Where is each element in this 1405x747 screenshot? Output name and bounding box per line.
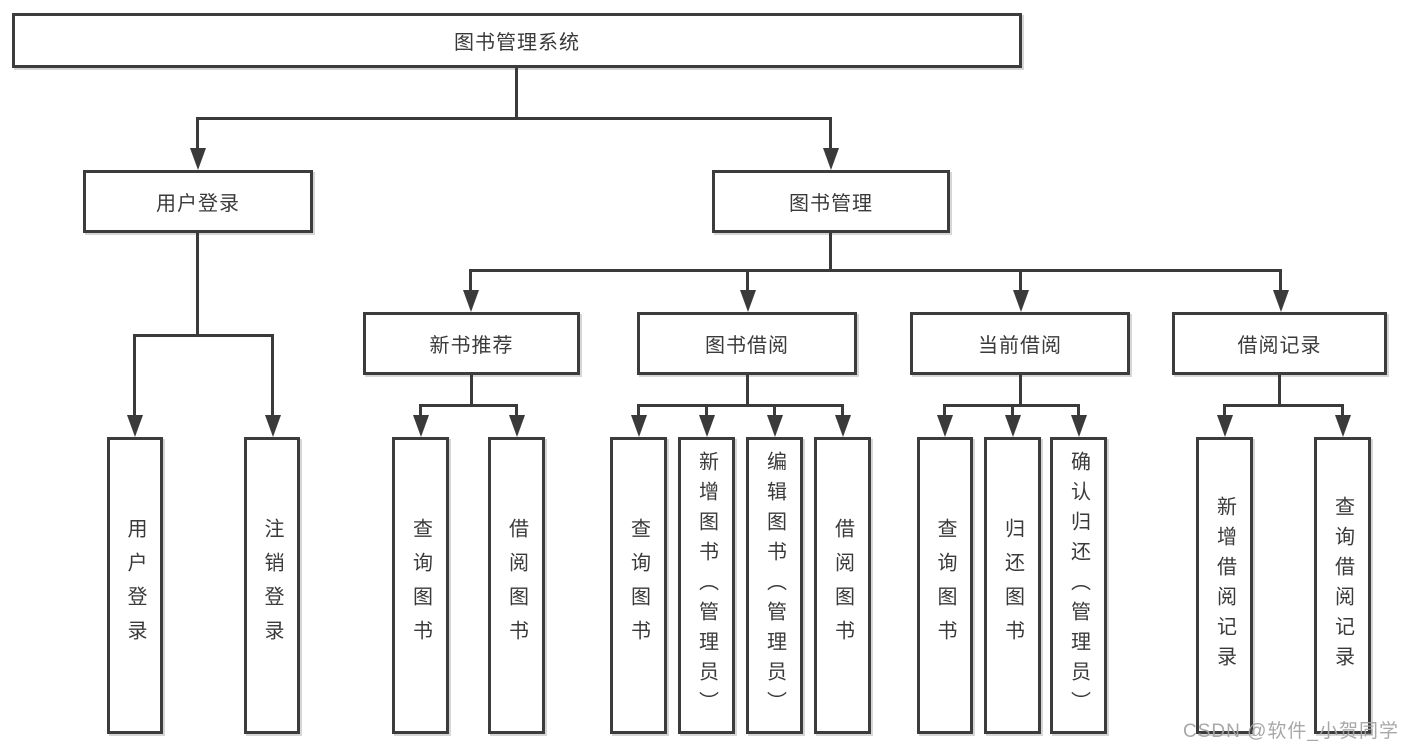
- node-label: 用户登录: [156, 193, 240, 215]
- node-label: 新书推荐: [429, 335, 514, 357]
- connector-line: [1011, 404, 1014, 417]
- arrow-down-icon: [767, 415, 783, 437]
- connector-line: [1223, 404, 1344, 407]
- connector-line: [133, 334, 274, 337]
- arrow-down-icon: [740, 290, 756, 312]
- connector-line: [746, 269, 749, 292]
- leaf-return-book: 归还图书: [984, 437, 1041, 734]
- connector-line: [1019, 269, 1022, 292]
- connector-line: [469, 269, 1282, 272]
- leaf-label: 编辑图书（管理员）: [763, 450, 786, 721]
- arrow-down-icon: [937, 415, 953, 437]
- arrow-down-icon: [823, 148, 839, 170]
- connector-line: [1278, 375, 1281, 407]
- arrow-down-icon: [631, 415, 647, 437]
- connector-line: [515, 404, 518, 417]
- node-current-borrow: 当前借阅: [910, 312, 1130, 375]
- node-label: 当前借阅: [978, 335, 1062, 357]
- arrow-down-icon: [509, 415, 525, 437]
- connector-line: [419, 404, 422, 417]
- leaf-label: 确认归还（管理员）: [1067, 450, 1090, 721]
- leaf-confirm-return-admin: 确认归还（管理员）: [1050, 437, 1107, 734]
- connector-line: [943, 404, 946, 417]
- arrow-down-icon: [699, 415, 715, 437]
- connector-line: [1279, 269, 1282, 292]
- leaf-label: 查询图书: [934, 517, 956, 654]
- arrow-down-icon: [265, 415, 281, 437]
- leaf-add-borrow-record: 新增借阅记录: [1196, 437, 1253, 734]
- leaf-label: 查询图书: [409, 517, 432, 654]
- leaf-label: 查询借阅记录: [1331, 495, 1354, 676]
- connector-line: [829, 233, 832, 272]
- connector-line: [271, 334, 274, 417]
- watermark: CSDN @软件_小贺同学: [1183, 721, 1399, 742]
- connector-line: [515, 68, 518, 120]
- leaf-logout-login: 注销登录: [244, 437, 300, 734]
- connector-line: [841, 404, 844, 417]
- leaf-label: 新增借阅记录: [1213, 495, 1236, 676]
- connector-line: [133, 334, 136, 417]
- arrow-down-icon: [127, 415, 143, 437]
- connector-line: [196, 233, 199, 337]
- arrow-down-icon: [1335, 415, 1351, 437]
- leaf-label: 借阅图书: [505, 517, 528, 654]
- arrow-down-icon: [1013, 290, 1029, 312]
- node-label: 图书管理: [789, 193, 873, 215]
- leaf-borrow-book: 借阅图书: [814, 437, 871, 734]
- connector-line: [746, 375, 749, 407]
- node-book-management: 图书管理: [712, 170, 950, 233]
- arrow-down-icon: [835, 415, 851, 437]
- node-borrow-record: 借阅记录: [1172, 312, 1387, 375]
- leaf-query-book-recommend: 查询图书: [392, 437, 449, 734]
- arrow-down-icon: [1071, 415, 1087, 437]
- connector-line: [637, 404, 844, 407]
- connector-line: [705, 404, 708, 417]
- leaf-label: 用户登录: [124, 517, 146, 654]
- leaf-label: 新增图书（管理员）: [695, 450, 718, 721]
- connector-line: [1019, 375, 1022, 407]
- leaf-borrow-book-recommend: 借阅图书: [488, 437, 545, 734]
- node-user-login: 用户登录: [83, 170, 313, 233]
- leaf-label: 查询图书: [627, 517, 650, 654]
- node-label: 图书管理系统: [454, 32, 580, 54]
- connector-line: [773, 404, 776, 417]
- arrow-down-icon: [1217, 415, 1233, 437]
- node-new-book-recommend: 新书推荐: [363, 312, 580, 375]
- connector-line: [829, 117, 832, 151]
- connector-line: [196, 117, 199, 151]
- leaf-edit-book-admin: 编辑图书（管理员）: [746, 437, 803, 734]
- connector-line: [196, 117, 832, 120]
- node-library-system: 图书管理系统: [12, 13, 1022, 68]
- connector-line: [419, 404, 518, 407]
- leaf-query-book-borrow: 查询图书: [610, 437, 667, 734]
- arrow-down-icon: [190, 148, 206, 170]
- connector-line: [1077, 404, 1080, 417]
- connector-line: [637, 404, 640, 417]
- leaf-label: 归还图书: [1001, 517, 1024, 654]
- connector-line: [1341, 404, 1344, 417]
- node-label: 借阅记录: [1237, 335, 1322, 357]
- node-label: 图书借阅: [705, 335, 789, 357]
- arrow-down-icon: [413, 415, 429, 437]
- connector-line: [470, 375, 473, 407]
- connector-line: [1223, 404, 1226, 417]
- leaf-user-login: 用户登录: [107, 437, 163, 734]
- leaf-label: 注销登录: [261, 517, 283, 654]
- arrow-down-icon: [1005, 415, 1021, 437]
- leaf-label: 借阅图书: [831, 517, 854, 654]
- leaf-query-borrow-record: 查询借阅记录: [1314, 437, 1371, 734]
- leaf-query-book-current: 查询图书: [917, 437, 973, 734]
- node-book-borrow: 图书借阅: [637, 312, 857, 375]
- arrow-down-icon: [1273, 290, 1289, 312]
- arrow-down-icon: [463, 290, 479, 312]
- connector-line: [469, 269, 472, 292]
- leaf-add-book-admin: 新增图书（管理员）: [678, 437, 735, 734]
